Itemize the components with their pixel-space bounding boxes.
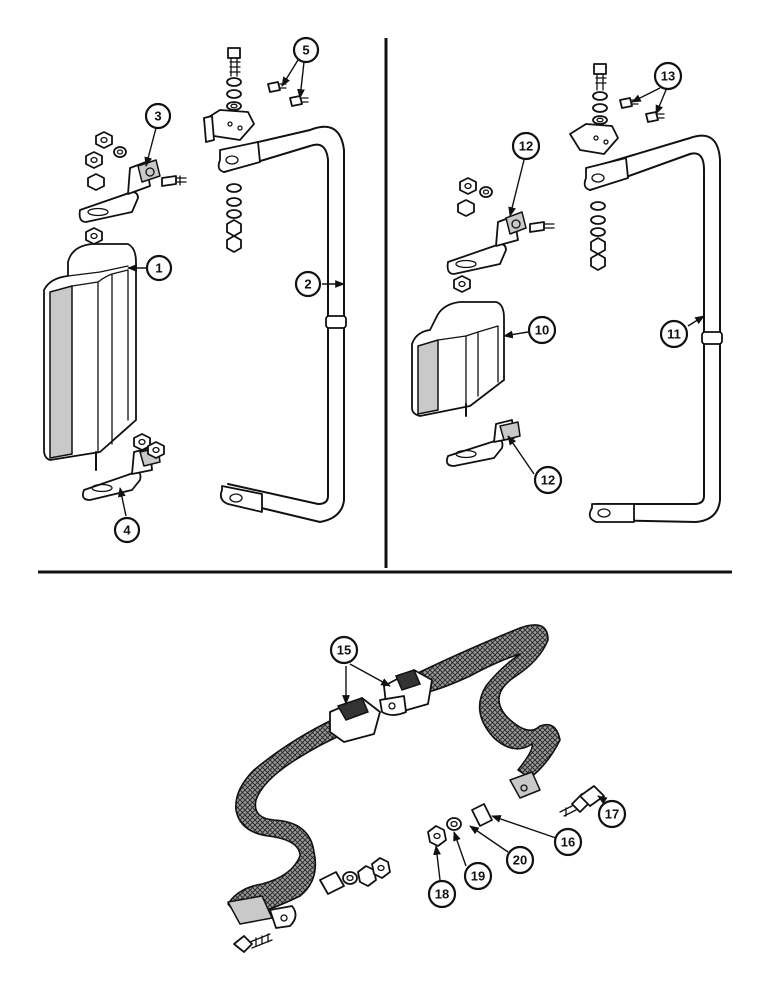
seat-belt-assembly: [227, 624, 605, 953]
callout-18: 18: [427, 879, 457, 909]
callout-19: 19: [463, 861, 493, 891]
lower-mirror-bracket: [81, 433, 165, 501]
upper-hardware-stack-left: [203, 47, 309, 253]
callout-20: 20: [505, 845, 535, 875]
callout-12-upper: 12: [511, 131, 541, 161]
svg-text:12: 12: [519, 139, 533, 154]
svg-text:19: 19: [471, 869, 485, 884]
right-panel: [411, 63, 723, 523]
callout-11: 11: [659, 319, 689, 349]
callout-15: 15: [329, 635, 359, 665]
upper-hardware-stack-right: [569, 63, 665, 271]
svg-text:4: 4: [123, 523, 131, 538]
lower-mirror-bracket-right: [445, 419, 521, 467]
svg-text:1: 1: [155, 261, 162, 276]
mirror-head-large: [43, 243, 137, 471]
svg-text:12: 12: [541, 473, 555, 488]
callout-10: 10: [527, 315, 557, 345]
callout-5: 5: [292, 36, 320, 64]
callout-13: 13: [653, 61, 683, 91]
callout-1: 1: [145, 254, 173, 282]
seat-belt-strap-right: [419, 624, 561, 779]
leader-lines: [118, 59, 705, 881]
svg-text:13: 13: [661, 69, 675, 84]
left-panel: [43, 47, 347, 523]
svg-text:5: 5: [302, 43, 309, 58]
svg-text:11: 11: [667, 327, 681, 342]
callout-2: 2: [294, 270, 322, 298]
svg-text:15: 15: [337, 643, 351, 658]
mirror-support-arm-left: [217, 125, 347, 523]
callout-16: 16: [553, 827, 583, 857]
svg-text:17: 17: [605, 807, 619, 822]
svg-text:2: 2: [304, 277, 311, 292]
svg-text:10: 10: [535, 323, 549, 338]
callout-3: 3: [144, 102, 172, 130]
svg-text:16: 16: [561, 835, 575, 850]
upper-mirror-bracket: [78, 131, 187, 245]
svg-text:20: 20: [513, 853, 527, 868]
mirror-head-small: [411, 301, 505, 417]
svg-text:3: 3: [154, 109, 161, 124]
mirror-support-arm-right: [583, 134, 723, 523]
svg-text:18: 18: [435, 887, 449, 902]
callout-12-lower: 12: [533, 465, 563, 495]
callout-17: 17: [597, 799, 627, 829]
callout-4: 4: [113, 516, 141, 544]
upper-mirror-bracket-right: [446, 177, 555, 293]
